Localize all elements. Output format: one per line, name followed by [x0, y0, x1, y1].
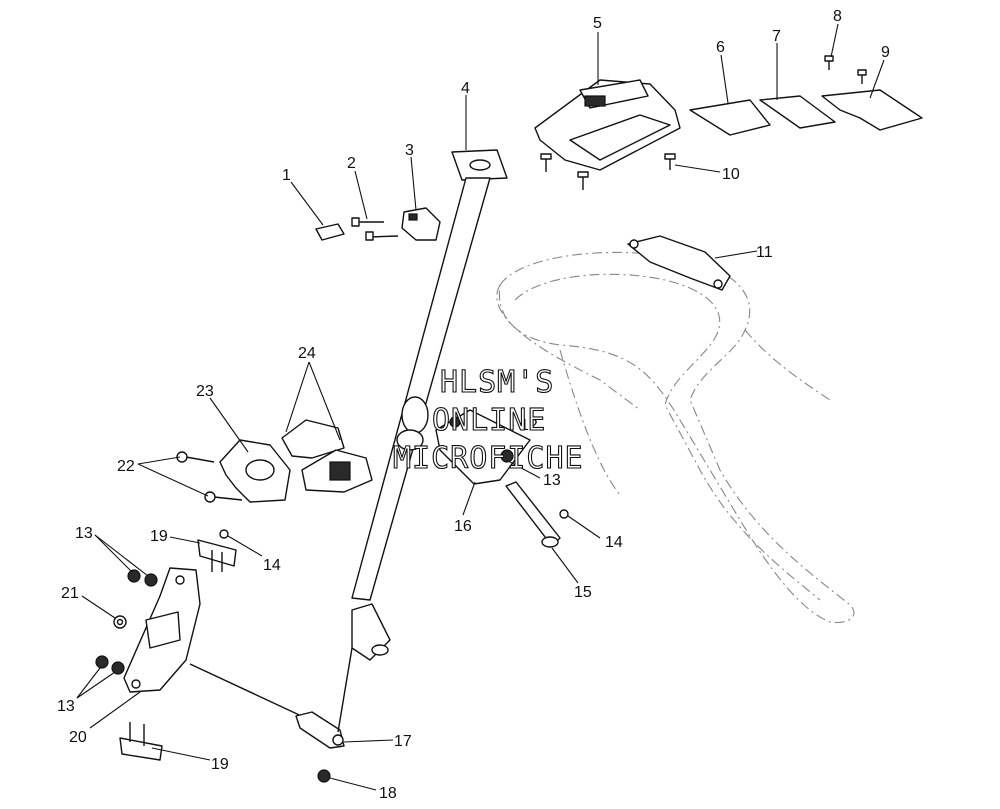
part-clamp-plate: [435, 409, 531, 485]
callout-labels: 1 2 3 4 5 6 7 8 9 10 11 12 13 13 13 14 1…: [57, 8, 890, 802]
callout-4: 4: [461, 80, 470, 97]
part-clamp-24: [281, 419, 373, 493]
part-small-screws: [824, 55, 867, 84]
callout-21: 21: [61, 585, 79, 602]
watermark-line-3: MICROFICHE: [393, 441, 584, 476]
callout-18: 18: [379, 785, 397, 802]
callout-13-lower-left: 13: [57, 698, 75, 715]
part-nut-18: [317, 769, 331, 783]
part-bracket: [401, 207, 441, 241]
callout-6: 6: [716, 39, 725, 56]
leader-lines: [76, 23, 885, 791]
callout-24: 24: [298, 345, 316, 362]
watermark-line-1: HLSM'S: [440, 365, 554, 400]
callout-19-upper: 19: [150, 528, 168, 545]
callout-15: 15: [574, 584, 592, 601]
callout-5: 5: [593, 15, 602, 32]
part-bolts-22: [176, 451, 243, 503]
callout-19-lower: 19: [211, 756, 229, 773]
callout-13-upper-left: 13: [75, 525, 93, 542]
part-dash-pod: [534, 79, 681, 171]
steering-column-tube: [351, 149, 508, 661]
watermark: HLSM'S ONLINE MICROFICHE: [392, 364, 584, 476]
part-handlebar-bracket: [627, 235, 731, 291]
part-mount-bracket: [123, 567, 201, 693]
callout-7: 7: [772, 28, 781, 45]
callout-13-right: 13: [543, 472, 561, 489]
callout-1: 1: [282, 167, 291, 184]
watermark-line-2: ONLINE: [432, 403, 546, 438]
callout-22: 22: [117, 458, 135, 475]
part-clip: [315, 223, 345, 241]
part-pin-plate-upper: [197, 539, 237, 572]
callout-10: 10: [722, 166, 740, 183]
callout-3: 3: [405, 142, 414, 159]
callout-11: 11: [756, 244, 773, 261]
callout-14-right: 14: [605, 534, 623, 551]
handlebar-ghost-outline: [496, 251, 855, 624]
part-screws: [540, 153, 676, 190]
callout-17: 17: [394, 733, 412, 750]
part-clamp-23: [219, 439, 291, 503]
callout-9: 9: [881, 44, 890, 61]
part-cover-panels: [689, 89, 923, 136]
part-nuts-13: [95, 569, 158, 675]
part-pin-plate-lower: [119, 722, 163, 761]
part-tie-rod-end: [189, 647, 353, 749]
callout-16: 16: [454, 518, 472, 535]
callout-20: 20: [69, 729, 87, 746]
callout-8: 8: [833, 8, 842, 25]
callout-23: 23: [196, 383, 214, 400]
part-link-rod: [505, 481, 561, 548]
part-washer-21: [113, 615, 127, 629]
callout-14-left: 14: [263, 557, 281, 574]
part-bolts: [351, 217, 399, 241]
callout-12: 12: [520, 417, 538, 434]
part-nuts-14: [219, 509, 569, 539]
callout-2: 2: [347, 155, 356, 172]
